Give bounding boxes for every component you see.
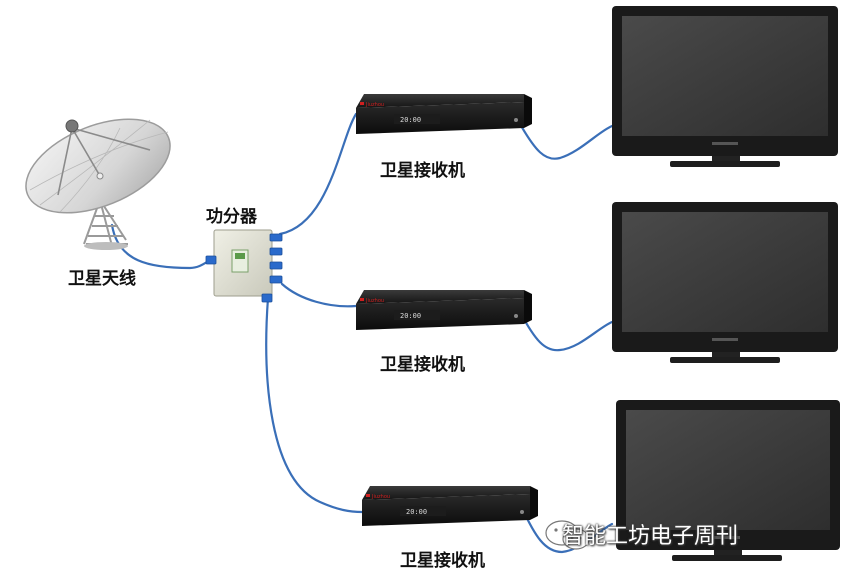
receiver-brand: Jiuzhou <box>371 494 390 500</box>
receiver-display: 20:00 <box>400 312 421 320</box>
cable-splitter-receiver-2 <box>280 282 358 308</box>
receiver-1: Jiuzhou 20:00 <box>356 94 532 134</box>
receiver-2-label: 卫星接收机 <box>380 355 465 375</box>
tv-2 <box>612 202 838 363</box>
receiver-display: 20:00 <box>406 508 427 516</box>
cable-receiver-1-tv-1 <box>518 122 614 160</box>
receiver-2: Jiuzhou 20:00 <box>356 290 532 330</box>
receiver-display: 20:00 <box>400 116 421 124</box>
splitter-label: 功分器 <box>206 207 257 227</box>
cables <box>110 112 614 554</box>
receiver-1-label: 卫星接收机 <box>380 161 465 181</box>
cable-splitter-receiver-1 <box>278 112 358 236</box>
cable-receiver-3-tv-3 <box>520 506 614 554</box>
receiver-3-label: 卫星接收机 <box>400 551 485 571</box>
watermark-text: 智能工坊电子周刊 <box>562 524 739 549</box>
cable-receiver-2-tv-2 <box>518 310 614 352</box>
power-splitter <box>205 229 283 303</box>
wechat-icon <box>545 520 590 550</box>
receiver-brand: Jiuzhou <box>365 102 384 108</box>
tv-1 <box>612 6 838 167</box>
satellite-dish <box>25 118 171 250</box>
tv-3 <box>616 400 840 561</box>
antenna-label: 卫星天线 <box>68 269 136 289</box>
receiver-brand: Jiuzhou <box>365 298 384 304</box>
receiver-3: Jiuzhou 20:00 <box>362 486 538 526</box>
cable-splitter-receiver-3 <box>265 296 364 514</box>
